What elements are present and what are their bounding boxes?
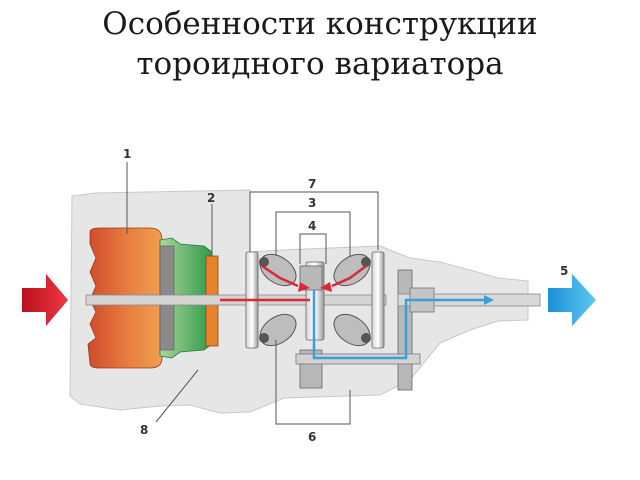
label-8: 8 [140,423,148,437]
input-disc-right [371,251,385,349]
label-2: 2 [207,191,215,205]
bracket-7 [249,191,379,252]
label-7: 7 [308,177,316,191]
label-3: 3 [308,196,316,210]
roller-upper-right [333,253,371,287]
bracket-6 [275,340,351,425]
roller-lower-left [259,313,297,347]
bracket-4 [299,233,327,264]
input-arrow-icon [22,274,68,326]
label-6: 6 [308,430,316,444]
power-flow-output-arrow-icon [484,295,494,305]
power-flow-output-line [312,290,486,360]
bracket-3 [275,211,351,256]
title-line-1: Особенности конструкции [102,6,538,42]
power-flow-input-arrow-icon [298,282,310,292]
power-flow-input-line [220,264,367,302]
output-arrow-icon [548,274,596,326]
label-4: 4 [308,219,316,233]
roller-lower-right [333,313,371,347]
title-line-2: тороидного вариатора [136,46,504,82]
leader-line-8 [155,369,199,423]
power-flow-input-arrow-2-icon [320,282,332,292]
page-title: Особенности конструкции тороидного вариа… [0,4,640,84]
label-1: 1 [123,147,131,161]
intermediate-gear-upper [299,265,323,291]
label-5: 5 [560,264,568,278]
roller-upper-left [259,253,297,287]
